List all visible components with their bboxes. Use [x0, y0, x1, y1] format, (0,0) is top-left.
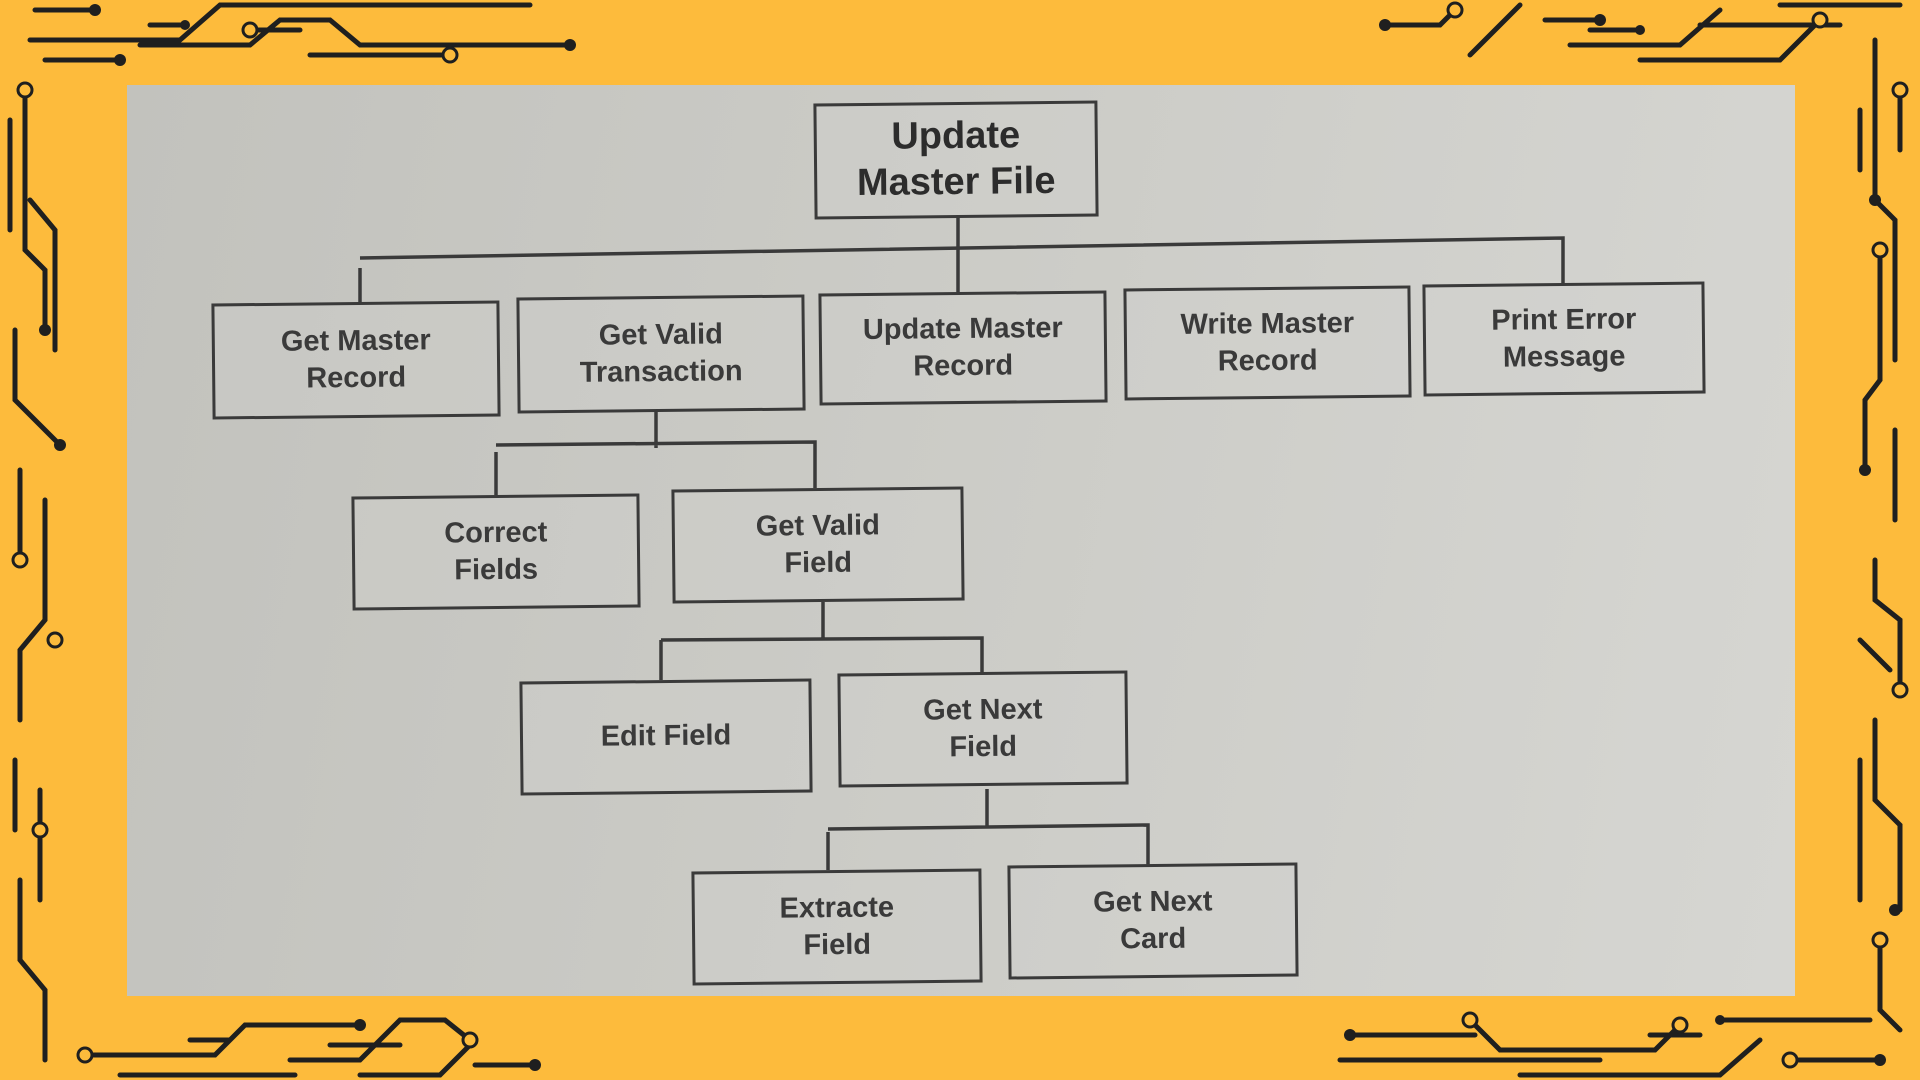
- diagram-photo: [127, 85, 1795, 996]
- node-label: Get Valid Transaction: [579, 318, 743, 389]
- node-label: Get Valid Field: [755, 509, 881, 580]
- node-print-error-message: Print Error Message: [1422, 281, 1706, 397]
- node-label: Correct Fields: [444, 516, 548, 587]
- node-update-master-file: Update Master File: [813, 100, 1099, 220]
- node-extract-field: Extracte Field: [691, 868, 983, 986]
- node-label: Edit Field: [600, 719, 732, 754]
- node-label: Write Master Record: [1180, 306, 1355, 378]
- node-update-master-record: Update Master Record: [818, 290, 1108, 406]
- node-label: Get Master Record: [280, 324, 431, 395]
- node-label: Get Next Card: [1092, 885, 1213, 956]
- node-get-next-field: Get Next Field: [837, 670, 1129, 788]
- node-label: Extracte Field: [779, 891, 895, 962]
- node-label: Print Error Message: [1491, 303, 1637, 374]
- node-label: Update Master Record: [862, 311, 1063, 383]
- node-label: Get Next Field: [922, 693, 1043, 764]
- node-get-valid-transaction: Get Valid Transaction: [516, 294, 806, 414]
- node-get-valid-field: Get Valid Field: [671, 486, 965, 604]
- node-get-master-record: Get Master Record: [211, 300, 501, 420]
- node-edit-field: Edit Field: [519, 678, 813, 796]
- node-get-next-card: Get Next Card: [1007, 862, 1299, 980]
- node-label: Update Master File: [856, 114, 1056, 205]
- node-write-master-record: Write Master Record: [1123, 285, 1412, 401]
- node-correct-fields: Correct Fields: [351, 493, 641, 611]
